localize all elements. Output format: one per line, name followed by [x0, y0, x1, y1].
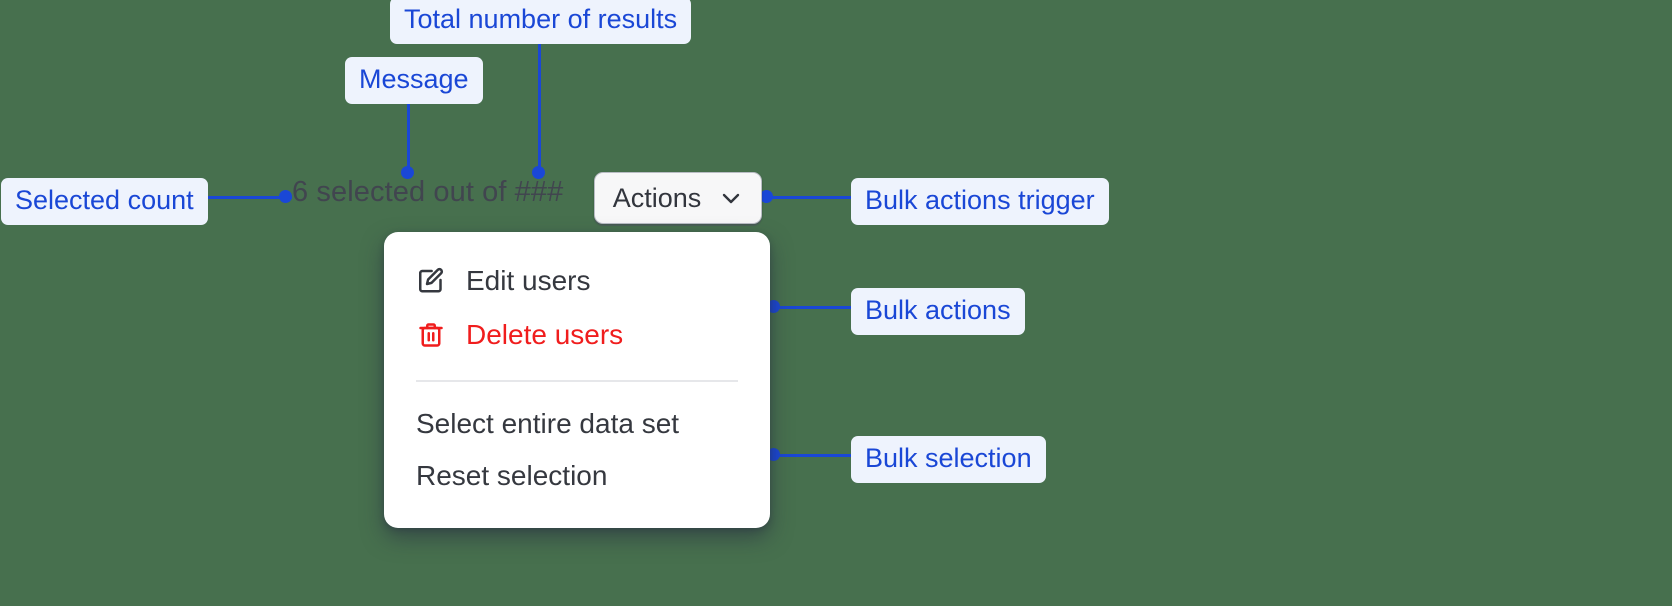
- connector-total-results: [538, 38, 541, 176]
- annotation-bulk-selection: Bulk selection: [851, 436, 1046, 483]
- selected-count-message: 6 selected out of ###: [292, 176, 564, 208]
- connector-bulk-selection: [772, 454, 854, 457]
- connector-dot-total-results: [532, 166, 545, 179]
- connector-bulk-actions: [772, 306, 854, 309]
- connector-dot-bulk-selection: [767, 448, 780, 461]
- connector-dot-bulk-actions: [767, 300, 780, 313]
- menu-item-label: Reset selection: [416, 460, 608, 491]
- bulk-actions-dropdown-menu[interactable]: Edit users Delete users Select entire da…: [384, 232, 770, 528]
- menu-divider: [416, 380, 738, 382]
- annotation-message: Message: [345, 57, 483, 104]
- menu-item-label: Select entire data set: [416, 408, 680, 439]
- connector-bulk-actions-trigger: [765, 196, 853, 199]
- menu-item-edit-users[interactable]: Edit users: [384, 254, 770, 308]
- connector-dot-selected-count: [279, 190, 292, 203]
- bulk-actions-bar: 6 selected out of ###: [292, 178, 563, 207]
- trash-icon: [416, 320, 446, 350]
- annotation-total-number-of-results: Total number of results: [390, 0, 692, 44]
- connector-dot-bulk-actions-trigger: [760, 190, 773, 203]
- annotation-bulk-actions-trigger: Bulk actions trigger: [851, 178, 1109, 225]
- menu-item-select-entire-data-set[interactable]: Select entire data set: [384, 398, 770, 450]
- connector-selected-count: [200, 196, 292, 199]
- annotation-selected-count: Selected count: [1, 178, 208, 225]
- connector-message: [407, 96, 410, 176]
- menu-item-reset-selection[interactable]: Reset selection: [384, 450, 770, 502]
- annotation-bulk-actions: Bulk actions: [851, 288, 1025, 335]
- edit-box-icon: [416, 266, 446, 296]
- menu-item-label: Delete users: [466, 319, 624, 350]
- chevron-down-icon: [719, 186, 743, 210]
- menu-item-label: Edit users: [466, 265, 591, 296]
- connector-dot-message: [401, 166, 414, 179]
- menu-item-delete-users[interactable]: Delete users: [384, 308, 770, 362]
- actions-button-label: Actions: [612, 182, 702, 213]
- bulk-actions-trigger-button[interactable]: Actions: [594, 172, 762, 224]
